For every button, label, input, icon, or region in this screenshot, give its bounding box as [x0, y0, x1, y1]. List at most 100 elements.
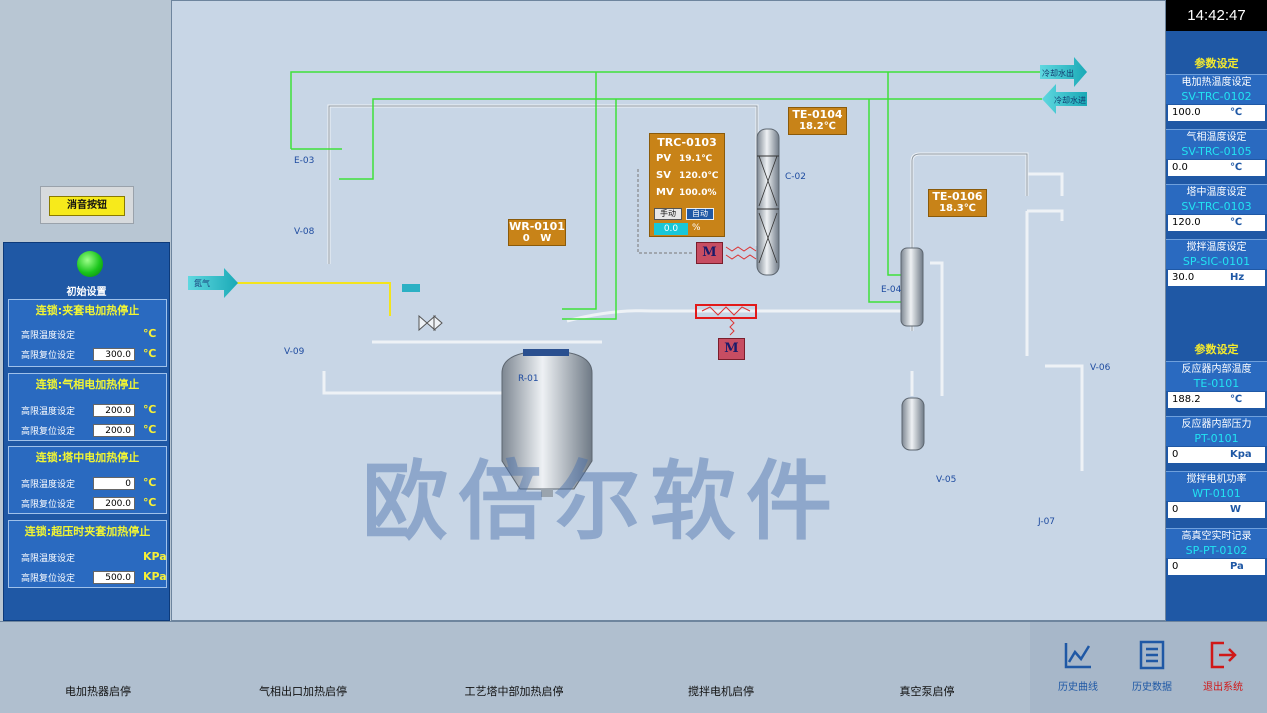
- bottom-bar: 电加热器启停 气相出口加热启停 工艺塔中部加热启停 搅拌电机启停 真空泵启停 历…: [0, 621, 1267, 713]
- row-label: 高限温度设定: [21, 407, 76, 417]
- row-unit: ℃: [143, 423, 157, 436]
- electric-heater-toggle-button[interactable]: 电加热器启停: [65, 685, 131, 698]
- param-code: TE-0101: [1166, 376, 1267, 391]
- left-panel: 消音按钮 初始设置 连锁:夹套电加热停止 高限温度设定 ℃ 高限复位设定 300…: [0, 0, 171, 621]
- column-heater-motor-icon[interactable]: M: [696, 242, 723, 264]
- te-0106-value: 18.3℃: [939, 203, 976, 214]
- param-value-field[interactable]: 0.0℃: [1168, 160, 1265, 176]
- mute-button[interactable]: 消音按钮: [40, 186, 134, 224]
- stir-motor-toggle-button[interactable]: 搅拌电机启停: [688, 685, 754, 698]
- wr-name: WR-0101: [509, 220, 565, 233]
- nitrogen-inlet-arrow: [188, 268, 238, 298]
- distillation-column: [756, 128, 780, 276]
- interlock-gas-heater: 连锁:气相电加热停止 高限温度设定 200.0 ℃ 高限复位设定 200.0 ℃: [8, 373, 167, 441]
- param-name: 高真空实时记录: [1166, 528, 1267, 543]
- exit-system-button[interactable]: 退出系统: [1192, 640, 1254, 693]
- gas-heater-motor-icon[interactable]: M: [718, 338, 745, 360]
- param-code: SP-SIC-0101: [1166, 254, 1267, 269]
- param-value-field[interactable]: 100.0℃: [1168, 105, 1265, 121]
- param-section-title: 参数设定: [1194, 57, 1239, 70]
- row-label: 高限温度设定: [21, 480, 76, 490]
- history-data-label: 历史数据: [1132, 682, 1172, 693]
- row-unit: ℃: [143, 496, 157, 509]
- system-tools: 历史曲线 历史数据 退出系统: [1030, 622, 1267, 713]
- exit-system-label: 退出系统: [1203, 682, 1243, 693]
- row-unit: ℃: [143, 347, 157, 360]
- mute-button-label: 消音按钮: [49, 196, 125, 216]
- row-label: 高限温度设定: [21, 554, 76, 564]
- history-data-button[interactable]: 历史数据: [1121, 640, 1183, 693]
- manual-button[interactable]: 手动: [654, 208, 682, 220]
- interlock-title: 连锁:超压时夹套加热停止: [24, 525, 151, 538]
- row-unit: ℃: [143, 403, 157, 416]
- interlock-row: 高限复位设定 300.0 ℃: [21, 347, 166, 363]
- sv-value: 120.0℃: [679, 171, 719, 181]
- line-chart-icon: [1064, 643, 1091, 669]
- interlock-title: 连锁:塔中电加热停止: [35, 451, 140, 464]
- initial-settings-title: 初始设置: [66, 287, 107, 298]
- process-pipes: [188, 57, 1087, 497]
- interlock-jacket-heater: 连锁:夹套电加热停止 高限温度设定 ℃ 高限复位设定 300.0 ℃: [8, 299, 167, 367]
- param-gas-temp: 气相温度设定 SV-TRC-0105 0.0℃: [1166, 129, 1267, 177]
- label-e03: E-03: [294, 156, 315, 166]
- param-code: SV-TRC-0103: [1166, 199, 1267, 214]
- te-0104-value: 18.2℃: [799, 121, 836, 132]
- reset-value-input[interactable]: 500.0: [93, 571, 135, 584]
- param-code: PT-0101: [1166, 431, 1267, 446]
- interlock-row: 高限温度设定 KPa: [21, 550, 167, 566]
- receiver-vessel: [901, 397, 925, 451]
- label-r01: R-01: [518, 374, 539, 384]
- label-v05: V-05: [936, 475, 957, 485]
- mv-value: 100.0%: [679, 188, 717, 198]
- param-electric-heating: 电加热温度设定 SV-TRC-0102 100.0℃: [1166, 74, 1267, 122]
- param-value-field[interactable]: 120.0℃: [1168, 215, 1265, 231]
- reactor-vessel: [501, 349, 593, 497]
- pv-value: 19.1℃: [679, 154, 713, 164]
- limit-value-input[interactable]: 0: [93, 477, 135, 490]
- param-name: 搅拌电机功率: [1166, 471, 1267, 486]
- trc-0103-controller: TRC-0103 PV 19.1℃ SV 120.0℃ MV 100.0% 手动…: [649, 133, 725, 237]
- history-curve-button[interactable]: 历史曲线: [1047, 640, 1109, 693]
- condenser-vessel: [900, 247, 924, 327]
- wr-value: 0 W: [522, 233, 552, 244]
- vacuum-pump-toggle-button[interactable]: 真空泵启停: [899, 685, 955, 698]
- param-value-field: 188.2℃: [1168, 392, 1265, 408]
- label-e04: E-04: [881, 285, 902, 295]
- gas-outlet-heating-toggle-button[interactable]: 气相出口加热启停: [259, 685, 347, 698]
- history-curve-label: 历史曲线: [1058, 682, 1098, 693]
- interlock-row: 高限复位设定 500.0 KPa: [21, 570, 167, 586]
- param-name: 反应器内部压力: [1166, 416, 1267, 431]
- nitrogen-label: 氮气: [194, 279, 210, 288]
- wr-0101-display: WR-0101 0 W: [508, 219, 566, 246]
- interlock-overpressure: 连锁:超压时夹套加热停止 高限温度设定 KPa 高限复位设定 500.0 KPa: [8, 520, 167, 588]
- auto-button[interactable]: 自动: [686, 208, 714, 220]
- interlock-title: 连锁:气相电加热停止: [35, 378, 140, 391]
- right-panel: 14:42:47 参数设定 电加热温度设定 SV-TRC-0102 100.0℃…: [1166, 0, 1267, 621]
- interlock-row: 高限温度设定 200.0 ℃: [21, 403, 166, 419]
- output-value[interactable]: 0.0: [654, 223, 688, 235]
- limit-value-input[interactable]: 200.0: [93, 404, 135, 417]
- interlock-row: 高限温度设定 ℃: [21, 327, 166, 343]
- mv-label: MV: [656, 187, 674, 198]
- param-code: SV-TRC-0105: [1166, 144, 1267, 159]
- status-led-icon: [77, 251, 103, 277]
- reset-value-input[interactable]: 200.0: [93, 497, 135, 510]
- logout-icon: [1210, 641, 1237, 669]
- reset-value-input[interactable]: 200.0: [93, 424, 135, 437]
- label-v08: V-08: [294, 227, 315, 237]
- label-v06: V-06: [1090, 363, 1111, 373]
- row-label: 高限复位设定: [21, 427, 76, 437]
- tower-heating-toggle-button[interactable]: 工艺塔中部加热启停: [464, 685, 564, 698]
- param-code: WT-0101: [1166, 486, 1267, 501]
- row-unit: KPa: [143, 570, 167, 583]
- reset-value-input[interactable]: 300.0: [93, 348, 135, 361]
- param-code: SP-PT-0102: [1166, 543, 1267, 558]
- param-reactor-temp: 反应器内部温度 TE-0101 188.2℃: [1166, 361, 1267, 409]
